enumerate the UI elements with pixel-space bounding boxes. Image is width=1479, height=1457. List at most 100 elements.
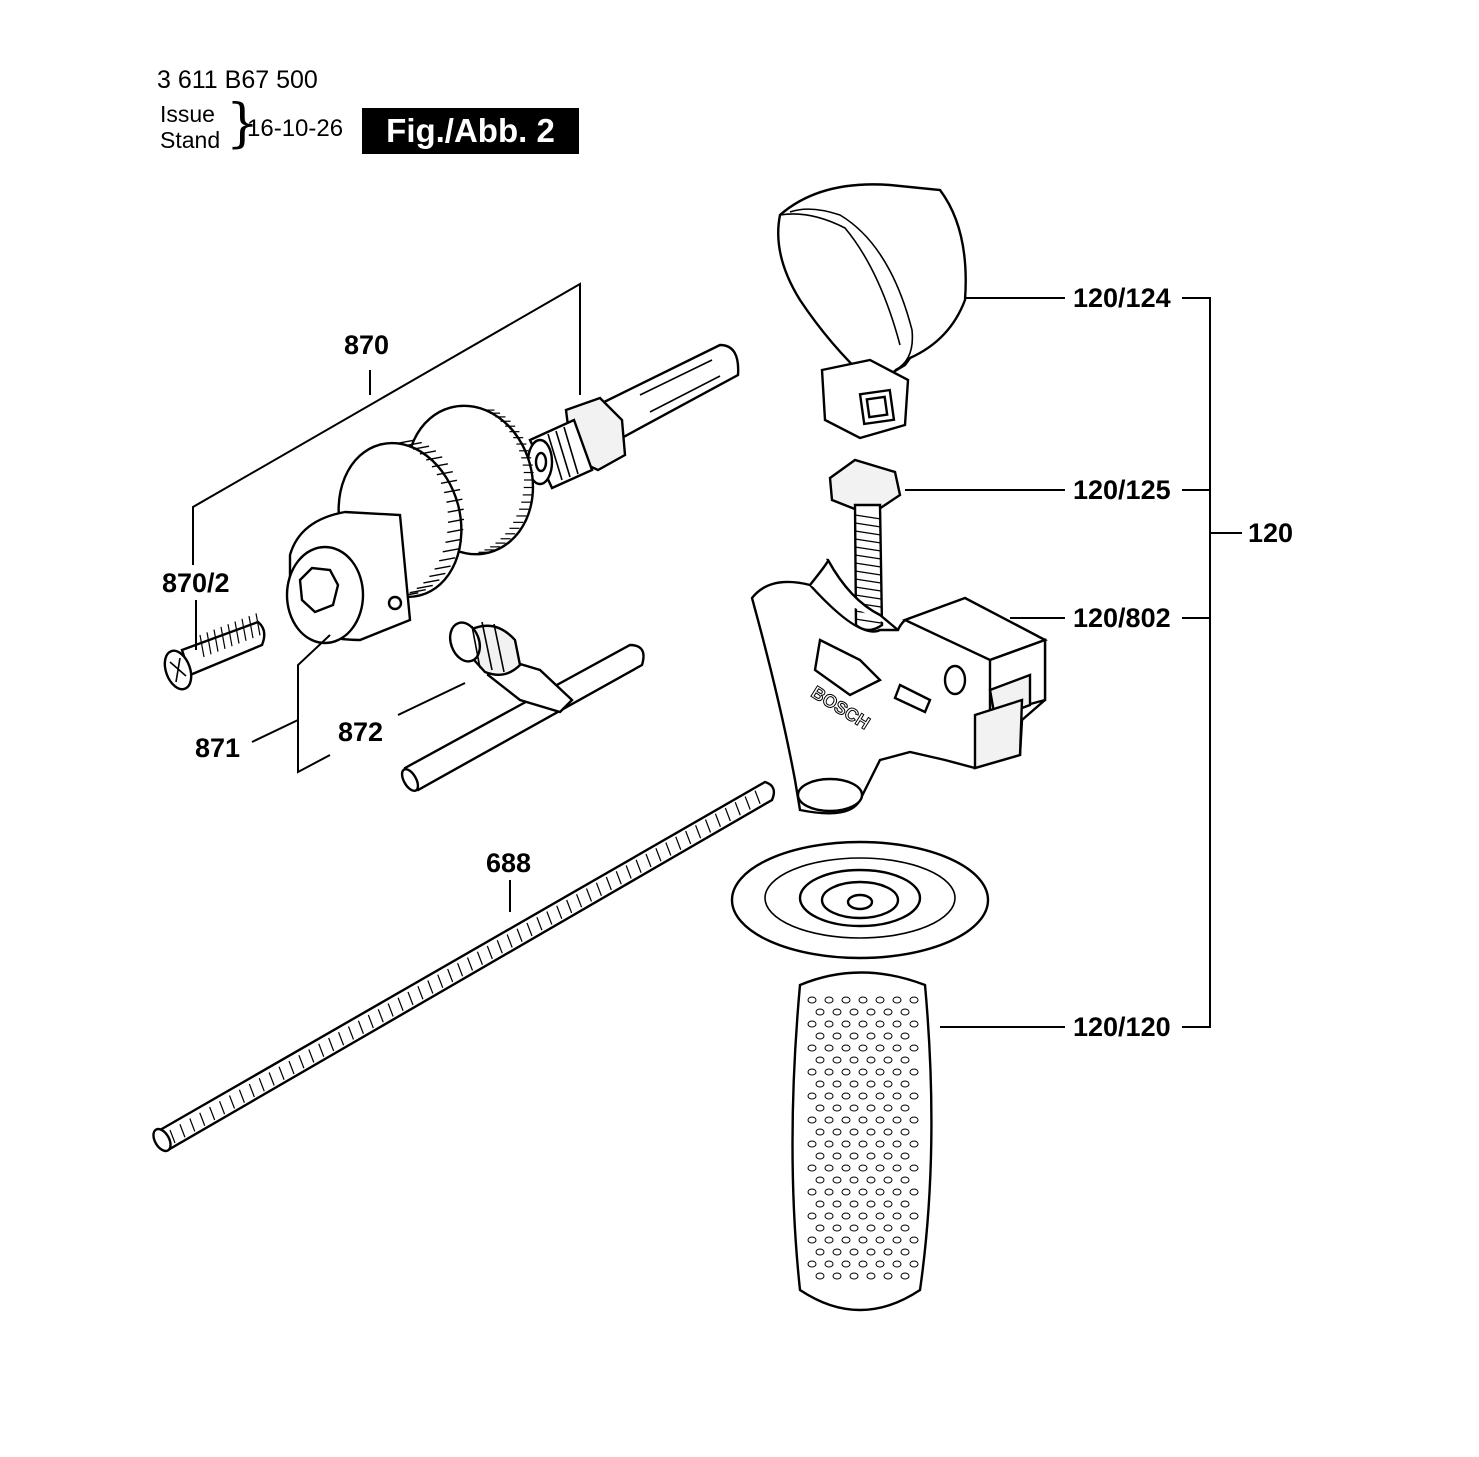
grip-dot — [883, 1056, 893, 1064]
callout-871: 871 — [195, 733, 240, 763]
leader-lines — [192, 282, 1242, 1028]
grip-dot — [858, 1020, 868, 1028]
gear-tooth — [405, 441, 422, 447]
grip-dot — [866, 1152, 876, 1160]
gear-tooth — [423, 579, 440, 584]
grip-dot — [875, 1092, 885, 1100]
gear-tooth — [442, 548, 459, 553]
grip-dot — [832, 1032, 842, 1040]
gear-tooth — [444, 488, 461, 494]
rod-tooth — [377, 1009, 384, 1023]
grip-dot — [866, 1056, 876, 1064]
part-870-chuck — [285, 404, 535, 645]
part-120-124-clamp-band — [777, 183, 967, 440]
grip-dot — [900, 1080, 910, 1088]
grip-dot — [909, 996, 919, 1004]
issue-label: Issue Stand — [160, 101, 220, 153]
part-120-802-handle-head: BOSCH — [750, 558, 1048, 815]
thread-line — [227, 624, 233, 647]
grip-dot — [815, 1056, 825, 1064]
grip-dot — [807, 1020, 817, 1028]
rod-tooth — [397, 997, 404, 1011]
grip-dot — [815, 1080, 825, 1088]
grip-dot — [815, 1032, 825, 1040]
grip-dot — [875, 1164, 885, 1172]
grip-dot — [900, 1128, 910, 1136]
gear-tooth — [445, 538, 462, 543]
grip-dot — [849, 1248, 859, 1256]
grip-dot — [875, 1068, 885, 1076]
grip-dot — [807, 1140, 817, 1148]
grip-dot — [841, 1140, 851, 1148]
gear-tooth — [409, 589, 426, 594]
grip-dot — [832, 1152, 842, 1160]
callout-870-2: 870/2 — [162, 568, 230, 598]
grip-dot — [866, 1128, 876, 1136]
gear-tooth — [447, 508, 464, 513]
rod-tooth — [447, 968, 454, 983]
grip-dot — [866, 1032, 876, 1040]
grip-dot — [824, 1164, 834, 1172]
grip-dot — [849, 1224, 859, 1232]
rod-tooth — [278, 1066, 285, 1080]
grip-dot — [900, 1176, 910, 1184]
part-688-rod — [152, 780, 776, 1153]
brace-glyph: } — [226, 94, 260, 154]
rod-tooth — [407, 991, 414, 1006]
grip-dot — [909, 1164, 919, 1172]
gear-tooth — [434, 565, 451, 570]
grip-dot — [824, 1020, 834, 1028]
grip-dot — [858, 1092, 868, 1100]
rod-tooth — [437, 974, 444, 988]
grip-dot — [892, 1236, 902, 1244]
grip-dot — [875, 1044, 885, 1052]
rod-tooth — [645, 853, 652, 868]
grip-dot — [849, 1080, 859, 1088]
gear-tooth — [447, 518, 465, 524]
rod-tooth — [754, 790, 761, 804]
grip-dot — [875, 1020, 885, 1028]
grip-dot — [849, 1008, 859, 1016]
callout-120-124: 120/124 — [1073, 283, 1171, 313]
grip-dot — [875, 1116, 885, 1124]
grip-dot — [815, 1128, 825, 1136]
thread-line — [854, 530, 882, 536]
grip-dot — [849, 1128, 859, 1136]
grip-dot — [909, 1260, 919, 1268]
grip-dot — [849, 1152, 859, 1160]
grip-dot — [909, 1212, 919, 1220]
rod-tooth — [685, 830, 692, 845]
thread-line — [234, 621, 240, 644]
rod-tooth — [496, 940, 503, 954]
rod-tooth — [318, 1043, 325, 1057]
grip-dot — [875, 1140, 885, 1148]
grip-dot — [909, 1140, 919, 1148]
gear-tooth — [416, 584, 433, 590]
thread-line — [854, 538, 882, 544]
grip-dot — [849, 1032, 859, 1040]
grip-dot — [900, 1248, 910, 1256]
grip-dot — [875, 1260, 885, 1268]
grip-dot — [815, 1152, 825, 1160]
grip-dot — [858, 1116, 868, 1124]
gear-tooth — [439, 557, 456, 562]
rod-tooth — [566, 899, 573, 914]
gear-tooth — [440, 479, 458, 484]
rod-tooth — [347, 1026, 355, 1040]
thread-line — [854, 594, 882, 600]
rod-tooth — [734, 802, 741, 816]
grip-dot — [849, 1056, 859, 1064]
grip-dot — [824, 1260, 834, 1268]
grip-dot — [866, 1176, 876, 1184]
grip-dot — [815, 1248, 825, 1256]
grip-dot — [807, 1236, 817, 1244]
part-870-2-screw — [163, 613, 266, 691]
rod-tooth — [258, 1078, 265, 1092]
grip-dot — [841, 1164, 851, 1172]
rod-tooth — [605, 876, 612, 891]
grip-dot — [909, 1188, 919, 1196]
rod-tooth — [248, 1083, 255, 1098]
grip-dot — [807, 1068, 817, 1076]
grip-dot — [866, 1272, 876, 1280]
